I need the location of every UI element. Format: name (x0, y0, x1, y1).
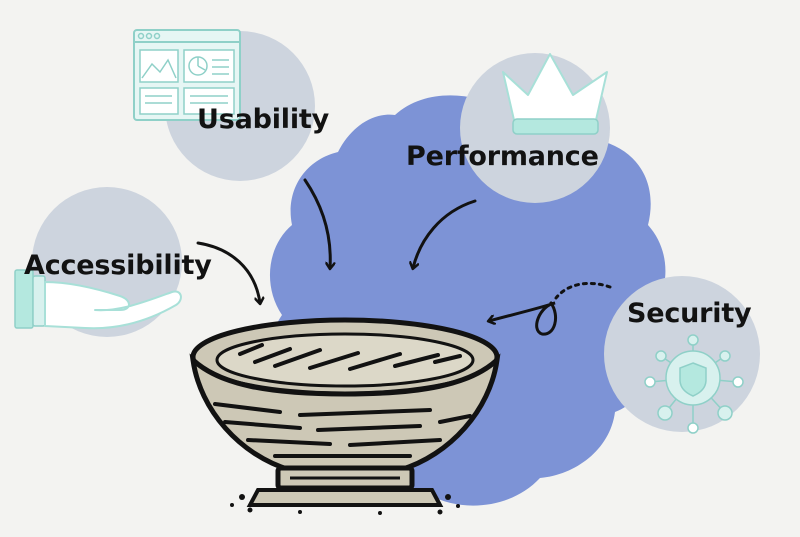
security-label: Security (627, 298, 752, 329)
accessibility-label: Accessibility (24, 250, 212, 281)
usability-label: Usability (197, 104, 330, 135)
dashboard-window-icon (133, 29, 241, 121)
arrow-accessibility (196, 241, 260, 303)
bowl-icon (189, 317, 501, 515)
arrow-performance (413, 199, 477, 268)
arrow-security (489, 301, 558, 336)
shield-network-icon (644, 334, 744, 434)
open-hand-icon (14, 269, 182, 330)
crown-icon (502, 53, 608, 135)
performance-label: Performance (406, 141, 599, 172)
arrow-usability (303, 178, 330, 268)
